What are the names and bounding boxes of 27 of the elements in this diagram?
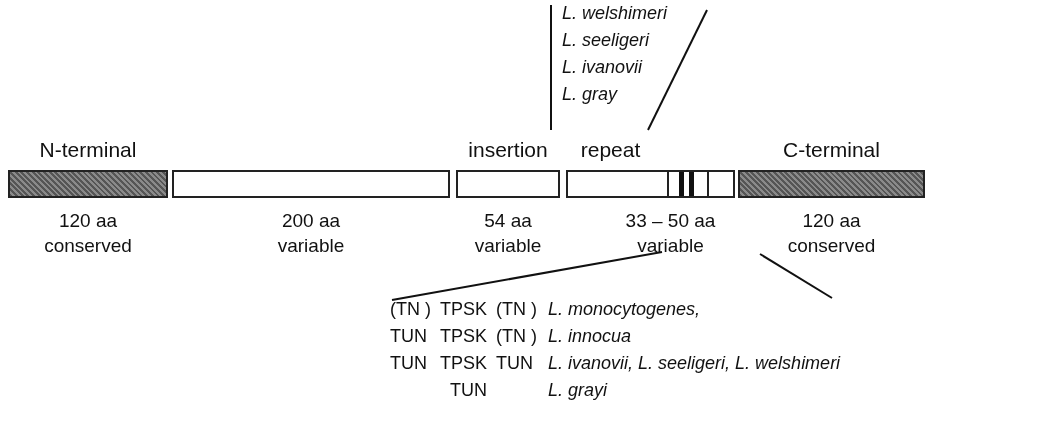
repeat-motif: (TN ) bbox=[496, 298, 537, 320]
segment-heading: N-terminal bbox=[39, 138, 137, 162]
repeat-motif: TUN bbox=[390, 352, 427, 374]
repeat-motif: TUN bbox=[496, 352, 533, 374]
segment-heading: insertion bbox=[468, 138, 548, 162]
repeat-motif: TPSK bbox=[440, 352, 487, 374]
repeat-motif: TPSK bbox=[440, 298, 487, 320]
repeat-motif: (TN ) bbox=[390, 298, 431, 320]
repeat-motif: TUN bbox=[450, 379, 487, 401]
segment-length-label: 120 aa conserved bbox=[786, 209, 877, 258]
segment-heading: C-terminal bbox=[783, 138, 880, 162]
species-name: L. gray bbox=[562, 83, 618, 105]
species-name: L. seeligeri bbox=[562, 29, 650, 51]
segment-length-label: 200 aa variable bbox=[276, 209, 346, 258]
species-name: L. ivanovii, L. seeligeri, L. welshimeri bbox=[548, 352, 841, 374]
segment-heading: repeat bbox=[580, 138, 641, 162]
species-name: L. grayi bbox=[548, 379, 608, 401]
segment-length-label: 120 aa conserved bbox=[43, 209, 133, 258]
repeat-motif: TUN bbox=[390, 325, 427, 347]
repeat-motif: (TN ) bbox=[496, 325, 537, 347]
species-name: L. ivanovii bbox=[562, 56, 643, 78]
segment-length-label: 54 aa variable bbox=[473, 209, 543, 258]
species-name: L. welshimeri bbox=[562, 2, 668, 24]
species-name: L. innocua bbox=[548, 325, 632, 347]
segment-length-label: 33 – 50 aa variable bbox=[624, 209, 717, 258]
repeat-motif: TPSK bbox=[440, 325, 487, 347]
species-name: L. monocytogenes, bbox=[548, 298, 701, 320]
